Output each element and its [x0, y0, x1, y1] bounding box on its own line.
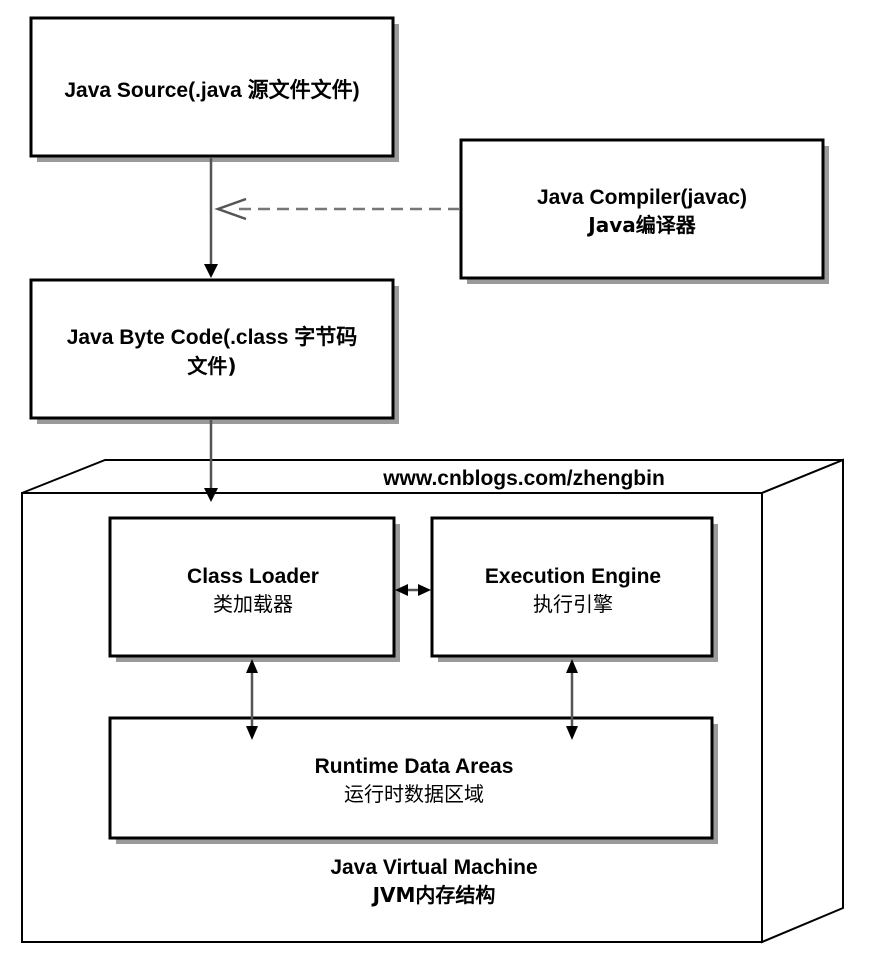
loader-runtime-connector [246, 659, 258, 740]
source-to-bytecode-arrowhead [204, 264, 218, 278]
java-source-node: Java Source(.java 源文件文件) [29, 16, 399, 162]
engine-runtime-arrowhead-up [566, 659, 578, 673]
java-compiler-node: Java Compiler(javac) Java编译器 [459, 138, 829, 284]
loader-runtime-arrowhead-up [246, 659, 258, 673]
class-loader-node: Class Loader 类加载器 [108, 516, 400, 662]
runtime-data-areas-label: Runtime Data Areas [315, 755, 514, 778]
execution-engine-sublabel: 执行引擎 [533, 592, 613, 616]
execution-engine-label: Execution Engine [485, 565, 661, 588]
loader-runtime-arrowhead-down [246, 726, 258, 740]
jvm-label: Java Virtual Machine [330, 856, 537, 879]
class-loader-sublabel: 类加载器 [213, 592, 293, 616]
runtime-data-areas-sublabel: 运行时数据区域 [344, 782, 484, 806]
loader-engine-arrowhead-right [418, 584, 431, 596]
loader-engine-connector [395, 584, 431, 596]
watermark-text: www.cnblogs.com/zhengbin [382, 467, 665, 490]
java-compiler-label: Java Compiler(javac) [537, 186, 747, 209]
jvm-sublabel: JVM内存结构 [371, 883, 496, 907]
engine-runtime-connector [566, 659, 578, 740]
class-loader-label: Class Loader [187, 565, 319, 588]
loader-engine-arrowhead-left [395, 584, 408, 596]
byte-code-sublabel: 文件) [187, 354, 236, 378]
execution-engine-node: Execution Engine 执行引擎 [430, 516, 718, 662]
byte-code-node: Java Byte Code(.class 字节码 文件) [29, 278, 399, 424]
bytecode-to-jvm-arrowhead [204, 488, 218, 502]
runtime-data-areas-node: Runtime Data Areas 运行时数据区域 [108, 716, 718, 844]
compiler-open-arrowhead [214, 197, 247, 221]
jvm-cube-side [761, 458, 844, 944]
java-source-label: Java Source(.java 源文件文件) [64, 78, 359, 102]
byte-code-label: Java Byte Code(.class 字节码 [67, 325, 358, 349]
java-compiler-sublabel: Java编译器 [586, 213, 696, 237]
engine-runtime-arrowhead-down [566, 726, 578, 740]
